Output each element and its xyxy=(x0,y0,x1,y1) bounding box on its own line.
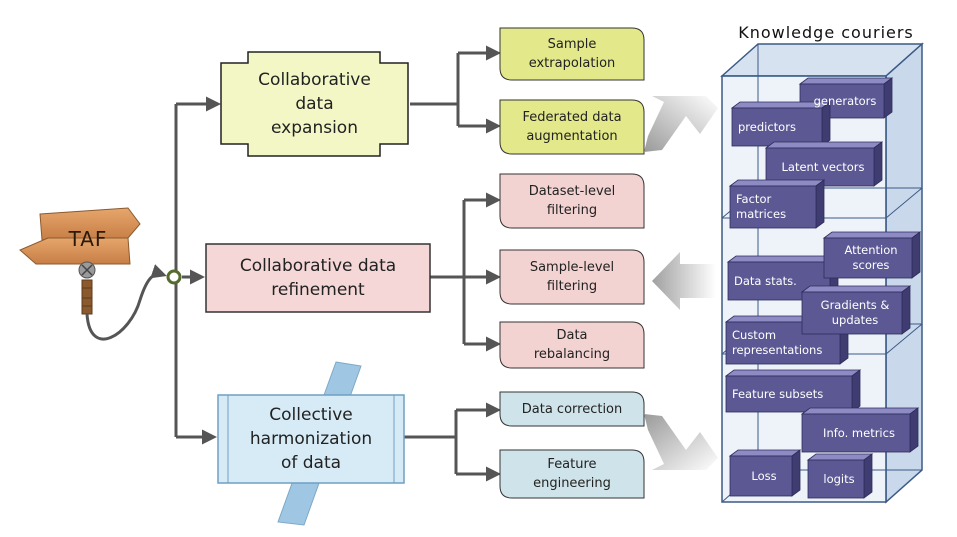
connectors xyxy=(85,45,501,482)
courier-cubes xyxy=(724,77,922,499)
refinement-node-shape xyxy=(205,243,431,313)
taf-signpost xyxy=(19,207,141,315)
junction-node xyxy=(166,269,182,285)
harmonization-node-shape xyxy=(217,361,405,526)
expansion-node-shape xyxy=(220,51,409,157)
courier-arrows xyxy=(644,96,718,470)
leaf-boxes xyxy=(499,27,645,499)
